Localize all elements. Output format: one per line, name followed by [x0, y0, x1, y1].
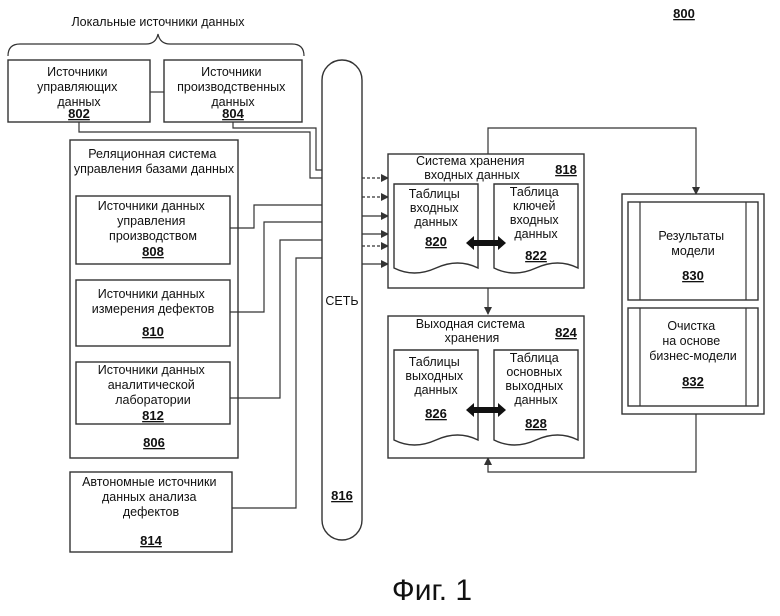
offline-sources-number: 814 [140, 533, 162, 548]
rdbms-number: 806 [143, 435, 165, 450]
line: входных [510, 213, 560, 227]
line: Результаты [658, 229, 724, 243]
line: данных [514, 227, 558, 241]
line: аналитической [108, 378, 195, 392]
production-data-sources-number: 804 [222, 106, 244, 121]
output-tables-number: 826 [425, 406, 447, 421]
line: производством [109, 229, 197, 243]
input-tables-label: Таблицы входных данных [409, 187, 464, 229]
line: ключей [513, 199, 555, 213]
line-804-network [233, 122, 322, 170]
line: данных [414, 383, 458, 397]
line: Очистка [667, 319, 715, 333]
production-management-sources-number: 808 [142, 244, 164, 259]
line: Система хранения [416, 154, 524, 168]
line: Источники данных [98, 287, 206, 301]
line: Выходная система [416, 317, 525, 331]
figure-number: 800 [673, 6, 695, 21]
model-results-number: 830 [682, 268, 704, 283]
output-storage-number: 824 [555, 325, 577, 340]
defect-measurement-sources-number: 810 [142, 324, 164, 339]
line: хранения [445, 331, 500, 345]
figure-caption: Фиг. 1 [392, 574, 472, 607]
lab-sources-number: 812 [142, 408, 164, 423]
line: входных данных [424, 168, 520, 182]
line: Таблица [510, 185, 559, 199]
line: данных [414, 215, 458, 229]
line: измерения дефектов [92, 302, 215, 316]
line: данных анализа [102, 490, 197, 504]
input-storage-label: Система хранения входных данных [416, 154, 528, 182]
line: Автономные источники [82, 475, 216, 489]
output-main-table-number: 828 [525, 416, 547, 431]
line: управления [117, 214, 185, 228]
network-label: СЕТЬ [325, 294, 358, 308]
line-812-network [230, 240, 322, 398]
output-main-table-label: Таблица основных выходных данных [505, 351, 566, 407]
network-number: 816 [331, 488, 353, 503]
line: Реляционная система [88, 147, 216, 161]
control-data-sources-number: 802 [68, 106, 90, 121]
line-808-network [230, 205, 322, 228]
business-model-cleaning-number: 832 [682, 374, 704, 389]
defect-measurement-sources-label: Источники данных измерения дефектов [92, 287, 215, 316]
line: модели [671, 244, 714, 258]
line: лаборатории [115, 393, 190, 407]
input-storage-number: 818 [555, 162, 577, 177]
line: Таблица [510, 351, 559, 365]
line: дефектов [123, 505, 180, 519]
input-key-table-number: 822 [525, 248, 547, 263]
line: входных [410, 201, 460, 215]
line: выходных [505, 379, 564, 393]
line: выходных [405, 369, 464, 383]
line: Источники данных [98, 199, 206, 213]
line: данных [514, 393, 558, 407]
output-tables-label: Таблицы выходных данных [405, 355, 466, 397]
line: Источники данных [98, 363, 206, 377]
input-tables-number: 820 [425, 234, 447, 249]
local-sources-label: Локальные источники данных [71, 15, 245, 29]
line: Таблицы [409, 187, 460, 201]
line: Источники [47, 65, 107, 79]
line: производственных [177, 80, 286, 94]
local-sources-brace [8, 34, 304, 56]
line-814-network [232, 258, 322, 508]
line: управления базами данных [74, 162, 235, 176]
line: бизнес-модели [649, 349, 737, 363]
line-810-network [230, 222, 322, 312]
line: основных [506, 365, 563, 379]
line: на основе [662, 334, 720, 348]
input-key-table-label: Таблица ключей входных данных [510, 185, 563, 241]
line: Таблицы [409, 355, 460, 369]
line: Источники [201, 65, 261, 79]
line: управляющих [37, 80, 118, 94]
rdbms-label: Реляционная система управления базами да… [74, 147, 235, 176]
